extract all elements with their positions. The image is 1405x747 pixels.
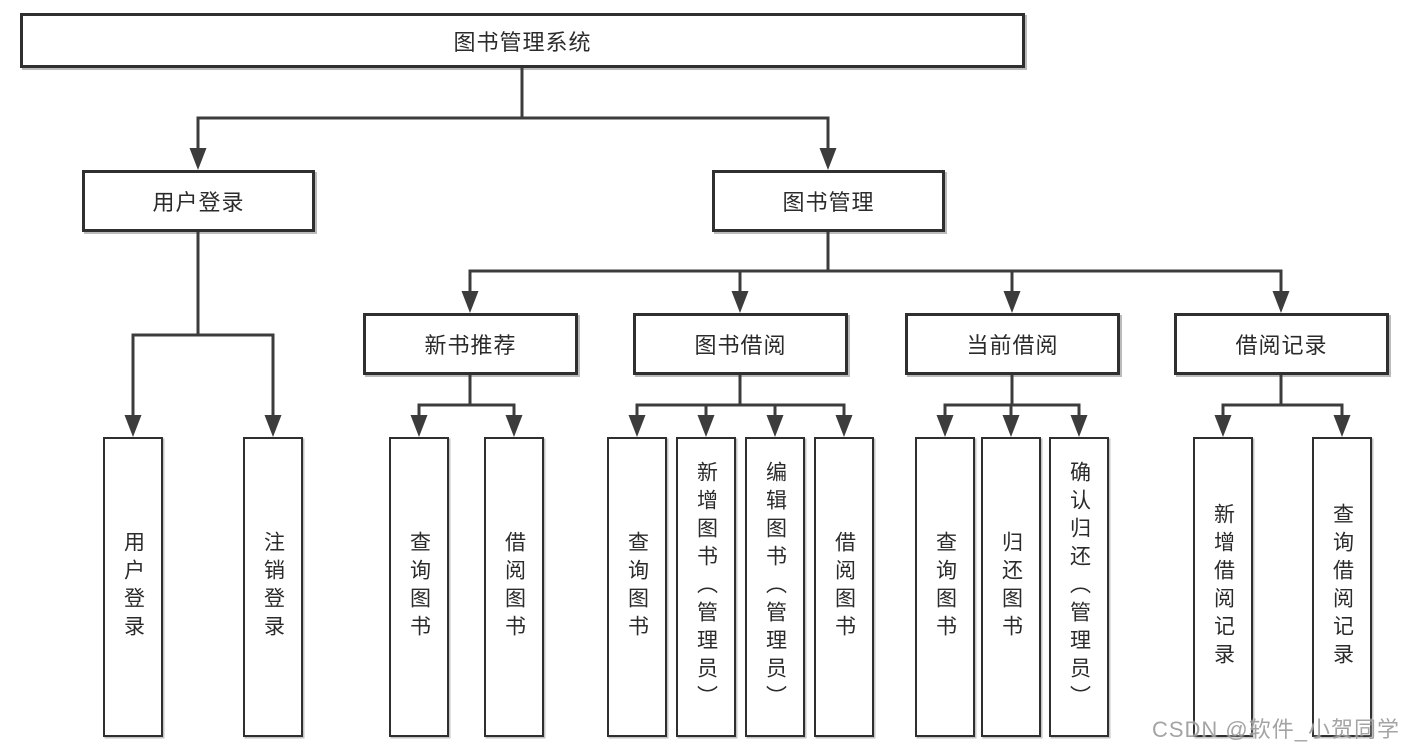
leaf-query-books-borrow: 查询图书: [607, 437, 667, 737]
watermark: CSDN @软件_小贺同学: [1151, 717, 1400, 742]
node-label: 图书借阅: [694, 333, 787, 358]
node-label: 新书推荐: [424, 333, 517, 358]
node-label: 借阅记录: [1235, 333, 1328, 358]
leaf-label: 注销登录: [261, 531, 285, 643]
leaf-add-borrow-record: 新增借阅记录: [1193, 437, 1253, 737]
leaf-query-books-newbook: 查询图书: [389, 437, 449, 737]
leaf-label: 查询图书: [625, 531, 649, 643]
node-book-borrowing: 图书借阅: [633, 313, 848, 375]
node-label: 用户登录: [152, 190, 245, 215]
node-label: 当前借阅: [966, 333, 1059, 358]
leaf-edit-books-admin: 编辑图书（管理员）: [745, 437, 805, 737]
leaf-label: 用户登录: [121, 531, 145, 643]
leaf-label: 归还图书: [999, 531, 1023, 643]
leaf-borrow-books-borrow: 借阅图书: [814, 437, 874, 737]
leaf-borrow-books-newbook: 借阅图书: [484, 437, 544, 737]
leaf-label: 借阅图书: [832, 531, 856, 643]
leaf-return-books: 归还图书: [981, 437, 1041, 737]
node-user-login: 用户登录: [82, 170, 315, 232]
leaf-label: 新增图书（管理员）: [694, 461, 718, 713]
leaf-label: 查询借阅记录: [1330, 503, 1354, 671]
leaf-query-books-current: 查询图书: [915, 437, 975, 737]
arrowheads: [124, 148, 1351, 437]
node-new-book-recommend: 新书推荐: [363, 313, 578, 375]
node-label: 图书管理: [782, 190, 875, 215]
node-label: 图书管理系统: [453, 29, 592, 55]
node-current-borrowing: 当前借阅: [905, 313, 1120, 375]
node-library-system: 图书管理系统: [20, 13, 1025, 68]
leaf-label: 新增借阅记录: [1211, 503, 1235, 671]
leaf-logout-login: 注销登录: [243, 437, 303, 737]
node-borrow-records: 借阅记录: [1174, 313, 1389, 375]
leaf-label: 确认归还（管理员）: [1067, 461, 1091, 713]
leaf-add-books-admin: 新增图书（管理员）: [676, 437, 736, 737]
node-book-management: 图书管理: [712, 170, 945, 232]
leaf-label: 查询图书: [407, 531, 431, 643]
leaf-label: 编辑图书（管理员）: [763, 461, 787, 713]
leaf-confirm-return-admin: 确认归还（管理员）: [1049, 437, 1109, 737]
leaf-label: 查询图书: [933, 531, 957, 643]
leaf-label: 借阅图书: [502, 531, 526, 643]
leaf-user-login: 用户登录: [103, 437, 163, 737]
leaf-query-borrow-record: 查询借阅记录: [1312, 437, 1372, 737]
